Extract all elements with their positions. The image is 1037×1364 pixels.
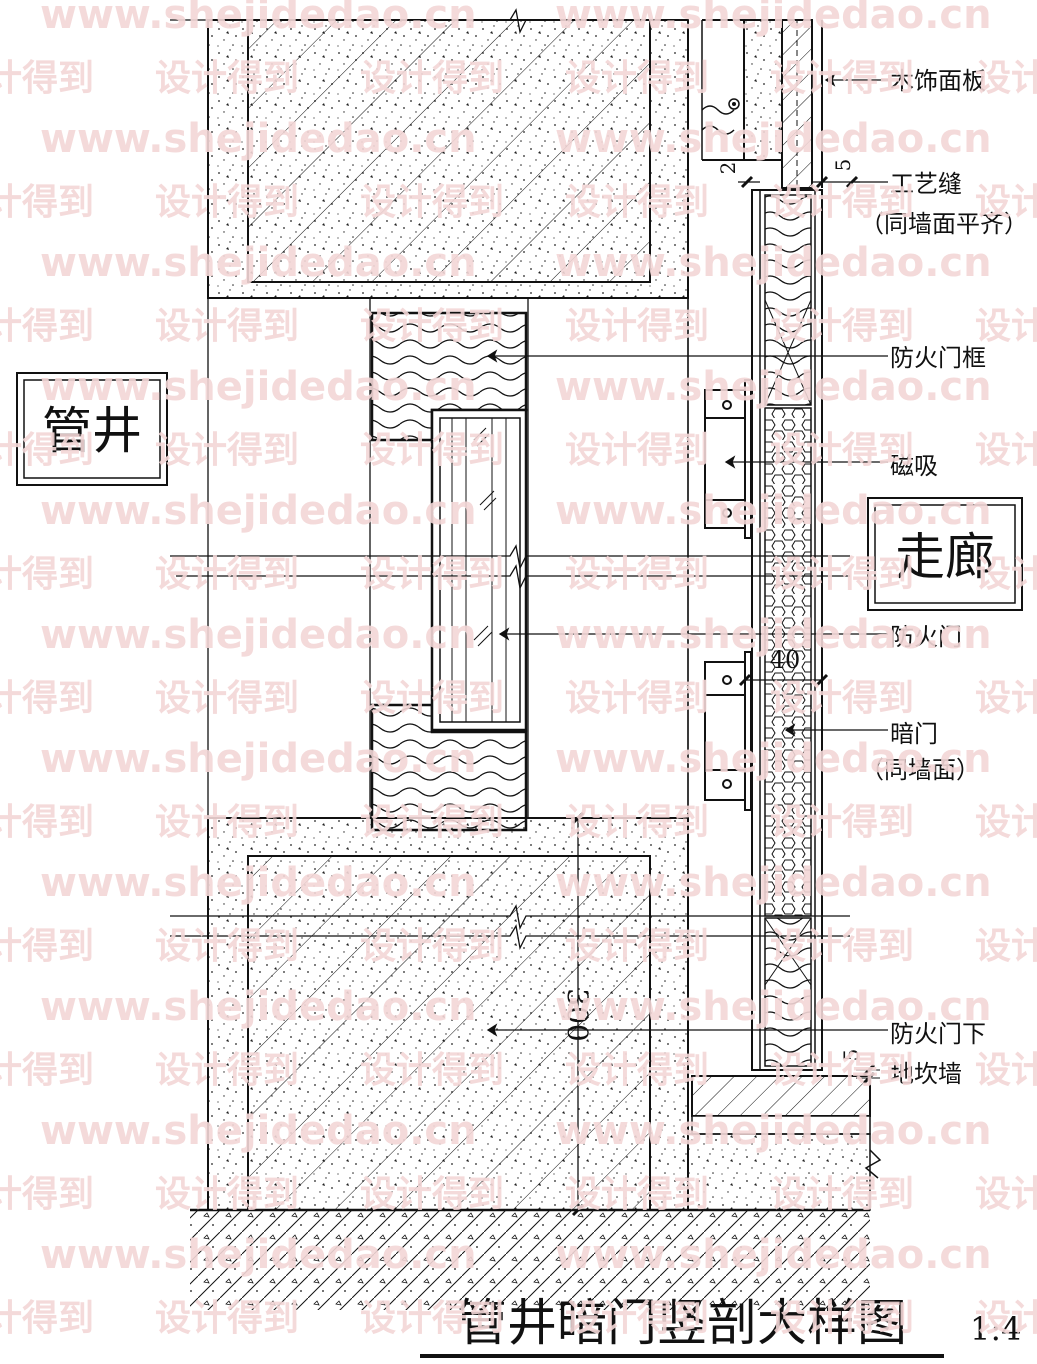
right-wood-panel (781, 19, 823, 189)
label-curb-wall: 地坎墙 (890, 1060, 962, 1088)
drawing-scale: 1:4 (970, 1310, 1022, 1348)
label-wood-panel: 木饰面板 (890, 67, 986, 95)
hidden-door-leaf (751, 189, 823, 1071)
drawing-title-block: 管井暗门竖剖大样图 1:4 (420, 1294, 1022, 1358)
right-wall-base (687, 19, 783, 298)
label-fire-door-frame: 防火门框 (890, 344, 986, 372)
dimension-door-thickness: 40 (738, 646, 829, 687)
left-wall-lower (207, 817, 689, 1211)
curb-wall-block (687, 1075, 882, 1211)
room-shaft-text: 管井 (42, 402, 142, 460)
ground-slab (190, 1208, 870, 1310)
leaders (486, 73, 888, 1037)
drawing-title: 管井暗门竖剖大样图 (457, 1294, 907, 1352)
dimension-bottom-height: 300 (561, 811, 594, 1217)
dimension-300-text: 300 (561, 988, 594, 1041)
label-craft-joint-note: （同墙面平齐） (860, 210, 1028, 238)
dimension-top-gaps: 2 5 (716, 159, 860, 189)
label-fire-door: 防火门 (890, 623, 962, 651)
break-lines (170, 8, 850, 951)
label-magnetic-catch: 磁吸 (890, 452, 938, 480)
dimension-5-bottom-text: 5 (839, 1049, 863, 1062)
label-hidden-door-note: （同墙面） (860, 756, 980, 784)
magnetic-catch-upper (704, 379, 752, 539)
room-label-shaft: 管井 (16, 372, 168, 486)
dimension-2-text: 2 (716, 162, 740, 175)
dimension-40-text: 40 (770, 646, 801, 674)
dimension-5-top-text: 5 (831, 159, 855, 172)
magnetic-catch-lower (704, 651, 752, 811)
label-hidden-door: 暗门 (890, 720, 938, 748)
room-label-corridor: 走廊 (867, 497, 1023, 611)
fire-door-leaf (430, 408, 528, 732)
callout-labels: 木饰面板 工艺缝 （同墙面平齐） 防火门框 磁吸 防火门 暗门 （同墙面） 防火… (860, 67, 1028, 1088)
label-fire-door-bottom: 防火门下 (890, 1020, 986, 1048)
room-corridor-text: 走廊 (895, 528, 995, 586)
left-wall-upper (207, 19, 689, 299)
label-craft-joint: 工艺缝 (890, 170, 962, 198)
dimension-bottom-gap: 5 (839, 1049, 880, 1085)
